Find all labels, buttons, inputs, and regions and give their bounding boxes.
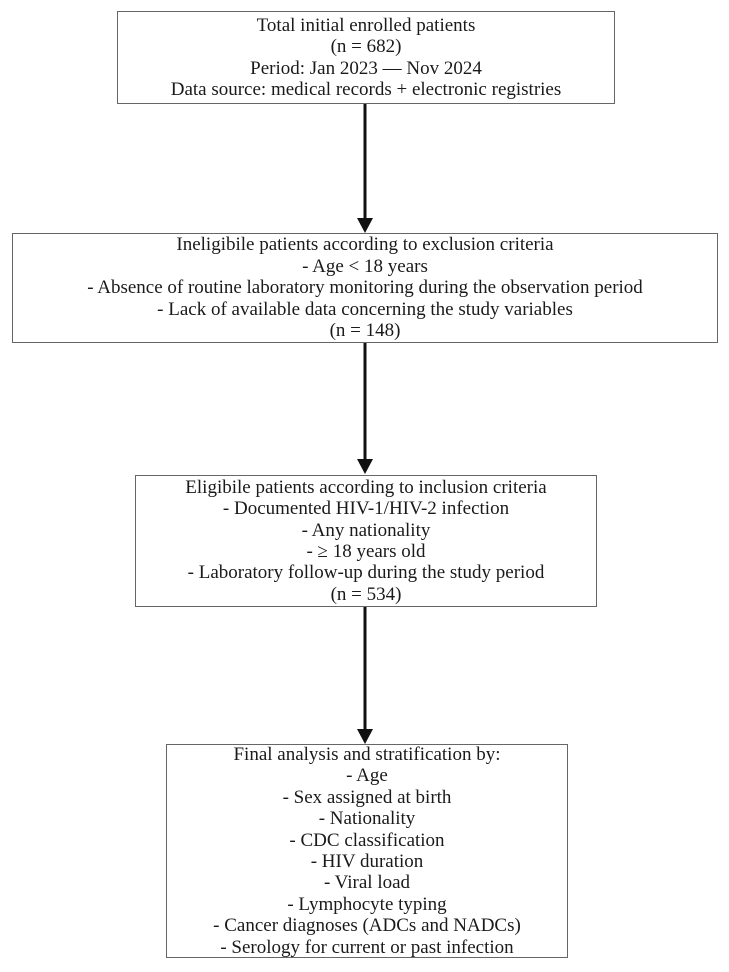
arrow-head bbox=[357, 459, 373, 474]
box-line: Eligibile patients according to inclusio… bbox=[185, 476, 547, 498]
down-arrow-2 bbox=[357, 343, 373, 474]
box-line: - Cancer diagnoses (ADCs and NADCs) bbox=[213, 915, 521, 937]
box-line: (n = 682) bbox=[330, 36, 402, 58]
down-arrow-3 bbox=[357, 607, 373, 744]
box-line: - Lymphocyte typing bbox=[287, 893, 447, 915]
arrow-head bbox=[357, 729, 373, 744]
arrow-shaft bbox=[363, 343, 367, 462]
box-line: - HIV duration bbox=[310, 851, 424, 872]
flow-box-enrolled: Total initial enrolled patients (n = 682… bbox=[117, 11, 615, 104]
flow-box-eligible: Eligibile patients according to inclusio… bbox=[135, 475, 597, 607]
down-arrow-1 bbox=[357, 104, 373, 233]
arrow-shaft bbox=[363, 104, 367, 221]
box-line: Period: Jan 2023 — Nov 2024 bbox=[250, 57, 482, 79]
box-line: - Viral load bbox=[323, 872, 411, 894]
box-line: - CDC classification bbox=[289, 829, 445, 851]
arrow-head bbox=[357, 218, 373, 233]
box-line: - Age < 18 years bbox=[302, 255, 428, 277]
box-line: - ≥ 18 years old bbox=[306, 541, 426, 562]
box-line: (n = 534) bbox=[330, 583, 402, 605]
box-line: - Absence of routine laboratory monitori… bbox=[87, 277, 643, 299]
box-line: Data source: medical records + electroni… bbox=[170, 78, 562, 100]
box-line: Ineligibile patients according to exclus… bbox=[176, 234, 554, 256]
box-line: Final analysis and stratification by: bbox=[233, 743, 501, 765]
box-line: - Any nationality bbox=[301, 519, 431, 541]
flow-box-ineligible: Ineligibile patients according to exclus… bbox=[12, 233, 718, 343]
box-line: Total initial enrolled patients bbox=[256, 14, 476, 36]
box-line: - Sex assigned at birth bbox=[282, 786, 452, 808]
box-line: - Serology for current or past infection bbox=[220, 936, 514, 958]
flow-box-final-analysis: Final analysis and stratification by: - … bbox=[166, 744, 568, 958]
box-line: - Age bbox=[346, 765, 388, 787]
box-line: - Lack of available data concerning the … bbox=[157, 298, 573, 320]
arrow-shaft bbox=[363, 607, 367, 732]
box-line: (n = 148) bbox=[329, 320, 401, 342]
box-line: - Nationality bbox=[318, 808, 416, 830]
box-line: - Documented HIV-1/HIV-2 infection bbox=[222, 498, 510, 520]
box-line: - Laboratory follow-up during the study … bbox=[187, 562, 545, 584]
